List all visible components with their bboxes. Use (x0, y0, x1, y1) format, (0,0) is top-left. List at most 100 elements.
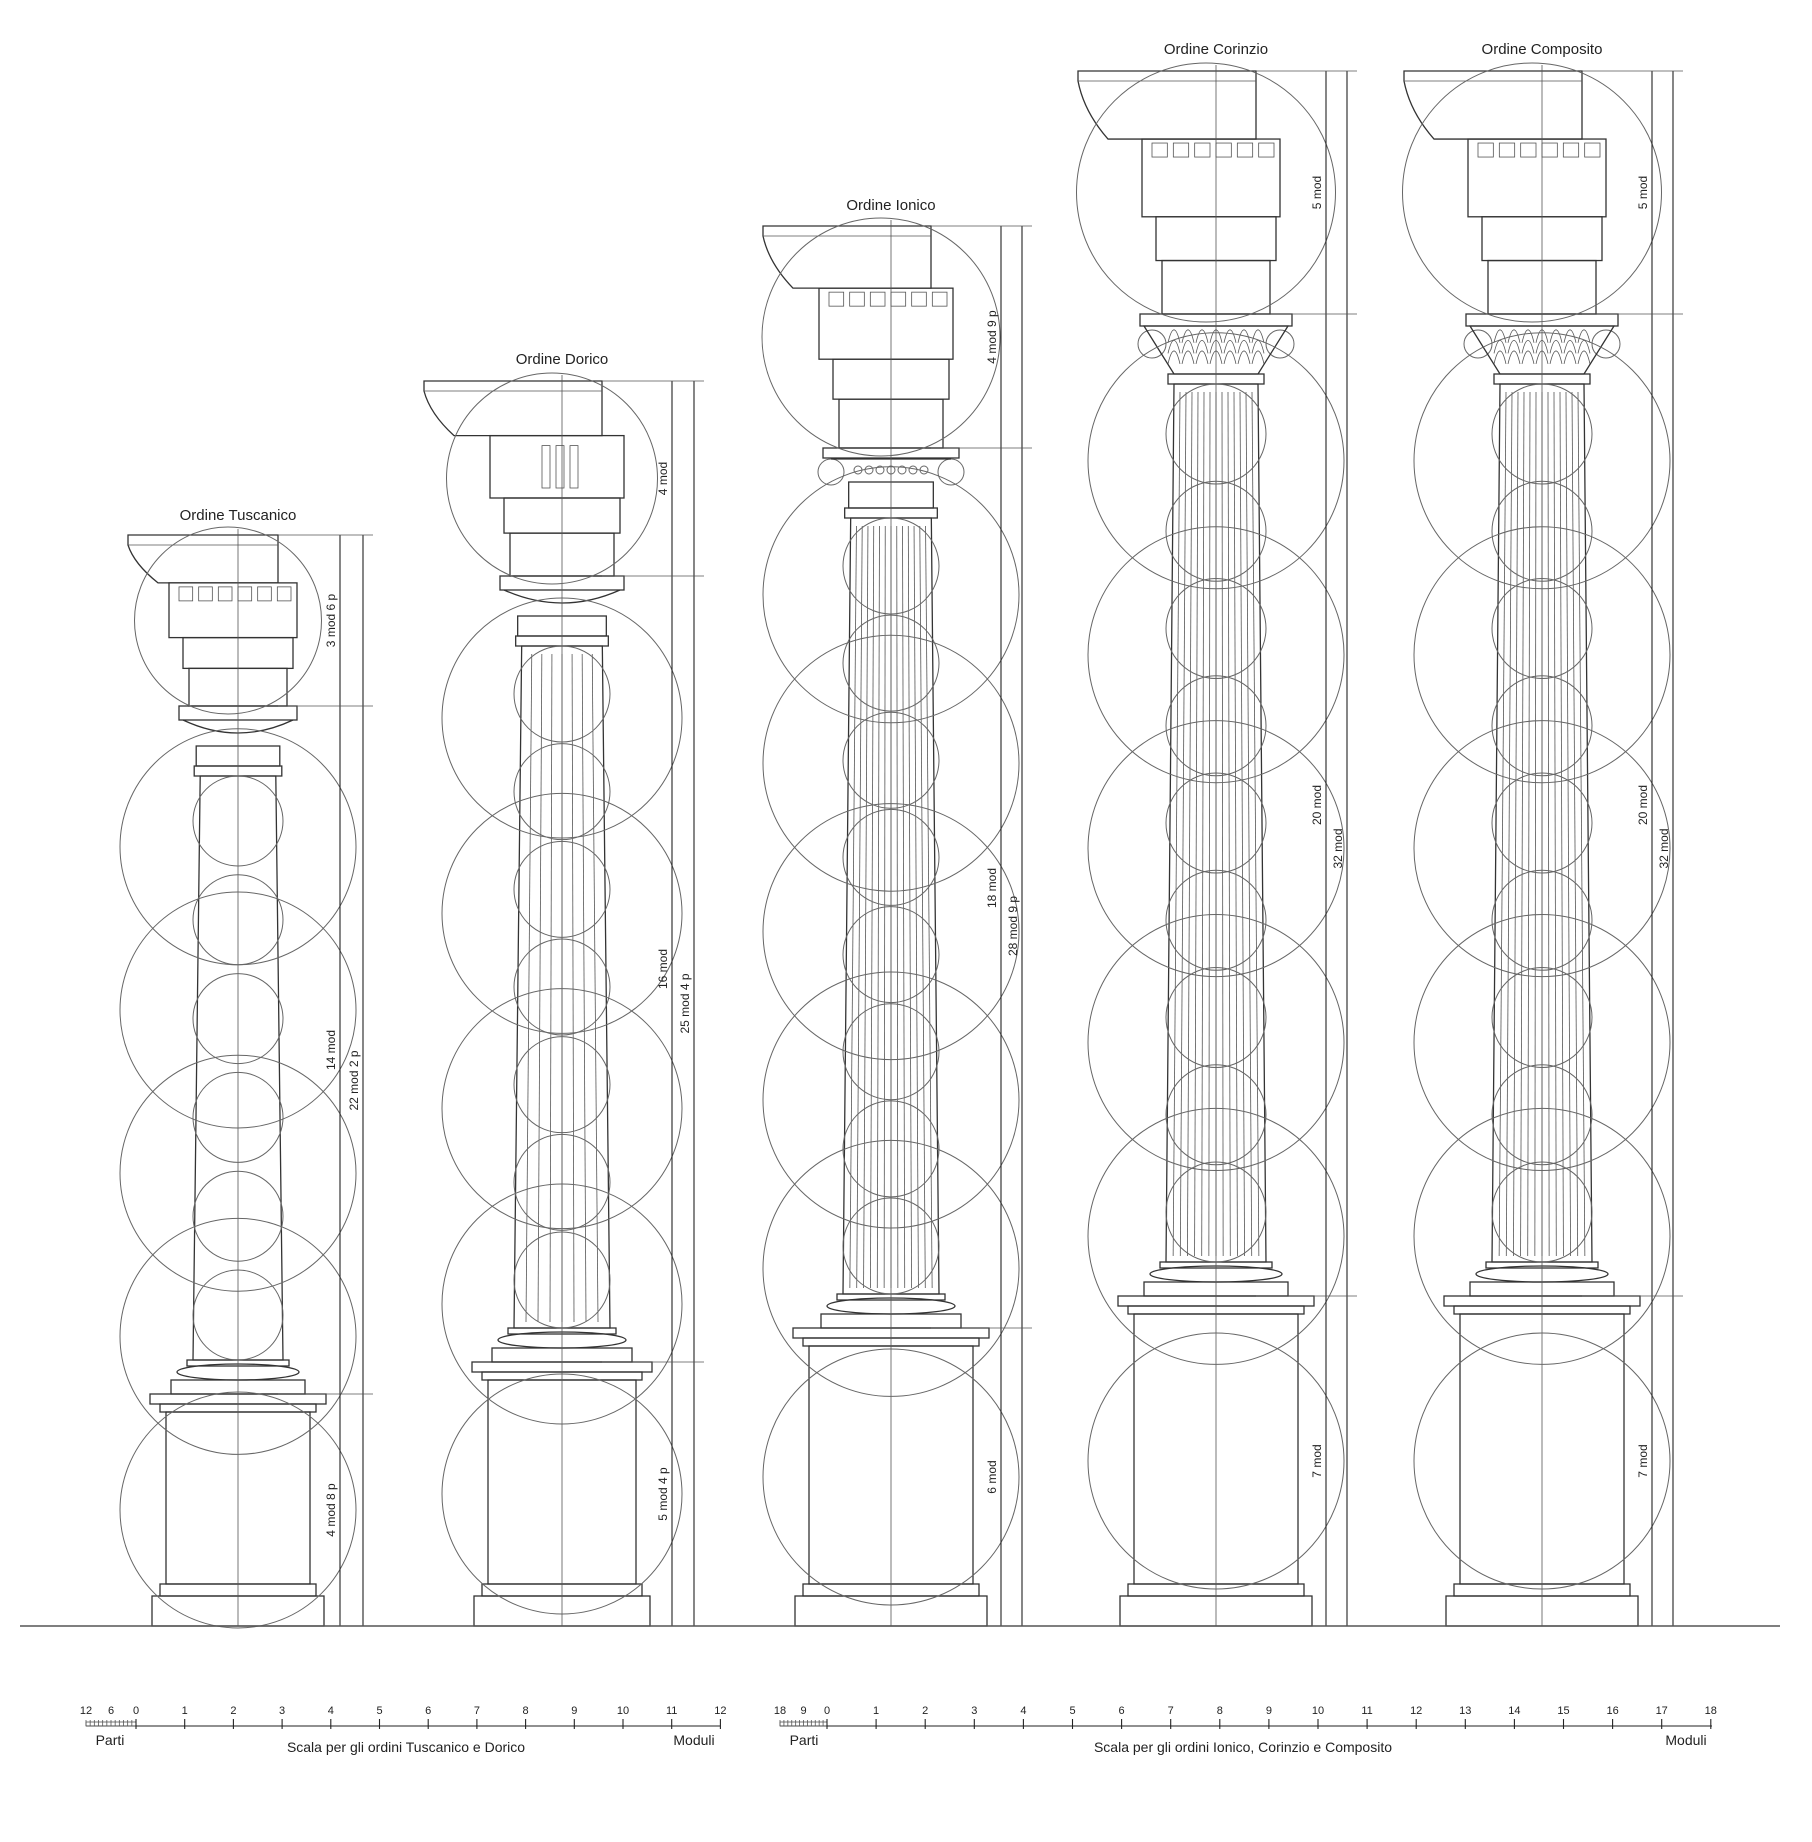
shaft-flute (1513, 391, 1519, 1257)
acanthus-leaf (1507, 329, 1521, 343)
acanthus-leaf (1181, 339, 1195, 354)
acanthus-leaf (1507, 350, 1521, 365)
proportion-circle (441, 1183, 683, 1425)
module-circle (1165, 578, 1267, 679)
shaft-flute (1201, 391, 1205, 1257)
module-circle (1165, 383, 1267, 485)
proportion-circle (762, 971, 1020, 1229)
dentil (1562, 142, 1580, 158)
module-circle (842, 614, 940, 712)
proportion-circle (1413, 1107, 1671, 1365)
module-circle (1491, 1161, 1593, 1263)
dentil (217, 586, 233, 602)
order-title: Ordine Tuscanico (180, 507, 297, 524)
scale-right-label: Moduli (673, 1732, 714, 1748)
module-tick-label: 3 (279, 1705, 285, 1717)
module-circle (1165, 772, 1267, 874)
dimension-label: 3 mod 6 p (324, 593, 338, 647)
module-tick-label: 14 (1508, 1705, 1520, 1717)
module-tick-label: 2 (230, 1705, 236, 1717)
dimension-label: 14 mod (324, 1030, 338, 1070)
dentil (1194, 142, 1211, 158)
shaft-flute (1577, 391, 1586, 1257)
module-tick-label: 6 (1119, 1705, 1125, 1717)
module-circle (1491, 578, 1593, 679)
module-tick-label: 7 (474, 1705, 480, 1717)
order-title: Ordine Corinzio (1164, 41, 1268, 58)
shaft-flute (581, 653, 587, 1323)
shaft-flute (856, 525, 863, 1289)
column-shaft (1165, 373, 1267, 1263)
acanthus-leaf (1223, 339, 1237, 354)
proportion-circle (119, 728, 357, 966)
acanthus-leaf (1493, 329, 1507, 343)
acanthus-leaf (1181, 350, 1195, 365)
shaft-flute (870, 525, 875, 1289)
acanthus-leaf (1563, 329, 1577, 343)
module-circle (842, 1100, 940, 1198)
module-tick-label: 9 (571, 1705, 577, 1717)
dimension-label: 4 mod 9 p (985, 310, 999, 364)
shaft-flute (1547, 391, 1550, 1257)
scale-caption: Scala per gli ordini Ionico, Corinzio e … (1094, 1739, 1392, 1755)
shaft-flute (907, 525, 912, 1289)
module-tick-label: 11 (1361, 1705, 1372, 1717)
module-circle (1165, 1064, 1267, 1166)
module-circle (513, 840, 611, 938)
acanthus-leaf (1577, 329, 1591, 343)
parts-tick-label: 12 (80, 1705, 92, 1717)
shaft-flute (1498, 391, 1507, 1257)
module-circle (842, 1197, 940, 1295)
capital-bell (1468, 325, 1616, 375)
dimension-label: 20 mod (1310, 785, 1324, 825)
shaft-flute (1565, 391, 1571, 1257)
dimension-label: 5 mod (1636, 176, 1650, 209)
module-circle (1491, 772, 1593, 874)
shaft-flute (525, 653, 533, 1323)
shaft-flute (1534, 391, 1537, 1257)
scale-caption: Scala per gli ordini Tuscanico e Dorico (287, 1739, 525, 1755)
acanthus-leaf (1167, 350, 1181, 365)
total-dimension-label: 22 mod 2 p (347, 1050, 361, 1110)
shaft-flute (913, 525, 919, 1289)
proportion-circle (762, 803, 1020, 1061)
dentil (276, 586, 292, 602)
dentil (911, 291, 927, 307)
module-circle (1165, 480, 1267, 582)
acanthus-leaf (1223, 329, 1237, 343)
entablature-circle (134, 526, 322, 715)
dimension-label: 18 mod (985, 868, 999, 908)
acanthus-leaf (1195, 350, 1209, 365)
module-circle (192, 1269, 284, 1361)
volute-right (1265, 329, 1295, 359)
module-circle (1491, 1064, 1593, 1166)
shaft-flute (902, 525, 906, 1289)
module-tick-label: 12 (714, 1705, 726, 1717)
shaft-flute (925, 525, 933, 1289)
module-circle (842, 1003, 940, 1101)
volute-right (1591, 329, 1621, 359)
entablature-circle (1402, 62, 1662, 323)
egg-ornament (864, 465, 874, 475)
module-circle (1491, 675, 1593, 777)
proportion-circle (1413, 720, 1671, 978)
module-tick-label: 4 (328, 1705, 334, 1717)
shaft-flute (1505, 391, 1513, 1257)
acanthus-leaf (1251, 329, 1265, 343)
module-tick-label: 18 (1705, 1705, 1717, 1717)
dentil (849, 291, 865, 307)
shaft-flute (1559, 391, 1564, 1257)
module-circle (513, 1036, 611, 1134)
scale-left-label: Parti (790, 1732, 819, 1748)
module-circle (513, 1231, 611, 1329)
acanthus-leaf (1181, 329, 1195, 343)
shaft-flute (1245, 391, 1253, 1257)
module-circle (1491, 967, 1593, 1068)
shaft-flute (1520, 391, 1525, 1257)
